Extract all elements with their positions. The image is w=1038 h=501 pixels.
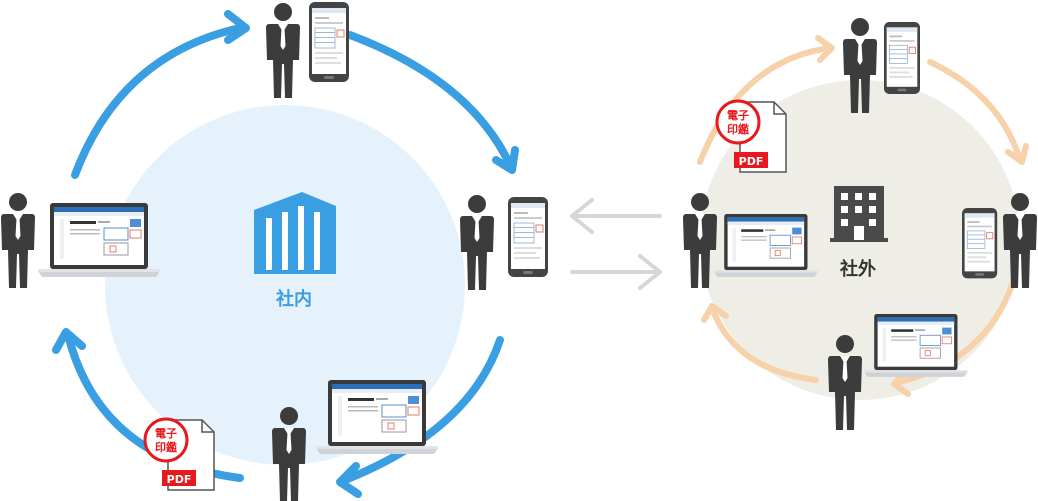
pdf-label: PDF [739,155,764,168]
laptop-icon [315,379,439,455]
office-building-icon [830,186,888,242]
pdf-stamp-icon: 電子 印鑑 PDF [143,417,216,492]
smartphone-icon [308,1,350,83]
pdf-stamp-icon: 電子 印鑑 PDF [715,99,788,174]
smartphone-icon [961,207,998,279]
pdf-label: PDF [167,473,192,486]
building-icon [254,192,336,274]
internal-label: 社内 [276,288,312,310]
person-icon [266,3,300,98]
laptop-icon [37,202,161,278]
stamp-line1: 電子 [155,427,177,440]
stamp-line1: 電子 [727,109,749,122]
internal-zone [105,105,465,465]
person-icon [1,193,35,288]
laptop-icon [713,213,819,278]
laptop-icon [863,313,969,378]
external-label: 社外 [840,258,876,280]
smartphone-icon [883,21,921,95]
internal-arrowheads [52,10,519,498]
stamp-line2: 印鑑 [155,440,177,454]
stamp-line2: 印鑑 [727,122,749,136]
external-cycle-arrows [697,45,1023,385]
smartphone-icon [507,196,549,278]
person-icon [460,195,494,290]
exchange-arrows-icon [570,198,662,290]
internal-cycle-arrows [64,24,514,484]
